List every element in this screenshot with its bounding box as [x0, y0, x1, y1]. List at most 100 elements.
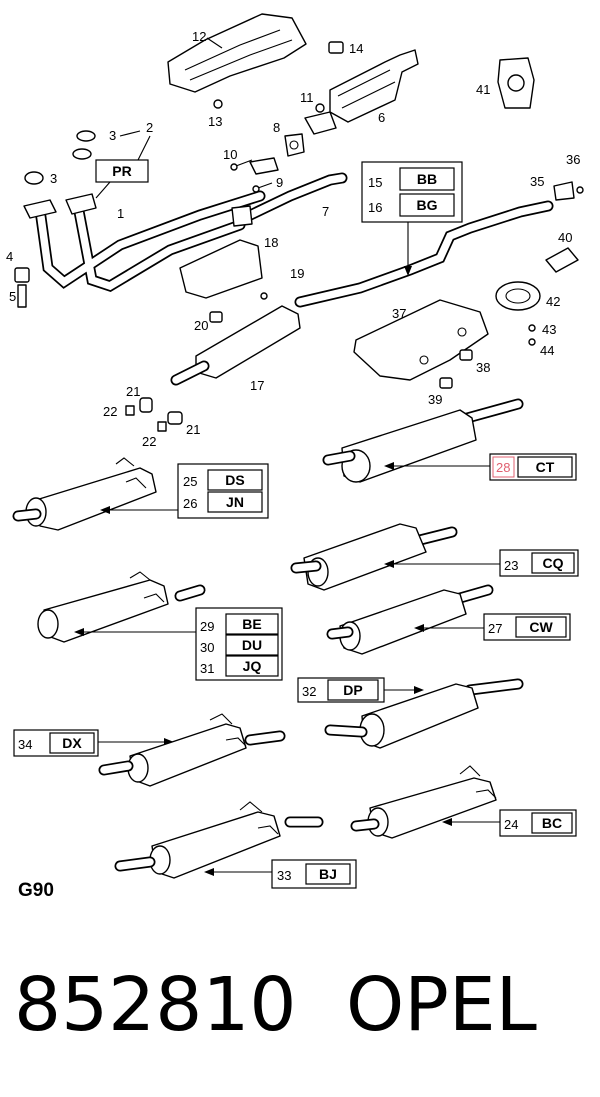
part-17-center-muffler-pipe[interactable]	[170, 200, 554, 386]
code-bj: BJ	[319, 866, 337, 882]
part-22-nut[interactable]	[125, 405, 135, 416]
code-box-be-du-jq[interactable]: 29 BE 30 DU 31 JQ	[195, 607, 283, 681]
callout-21a: 21	[126, 384, 140, 399]
muffler-dp[interactable]	[324, 678, 524, 749]
code-box-pr[interactable]: PR	[95, 159, 149, 183]
callout-44: 44	[540, 343, 554, 358]
code-bc: BC	[542, 815, 562, 831]
part-42-rubber-hanger[interactable]	[495, 281, 541, 311]
code-box-ct[interactable]: 28 CT	[489, 453, 577, 481]
part-41-rubber-mount[interactable]	[497, 57, 535, 109]
callout-4: 4	[6, 249, 13, 264]
code-be: BE	[242, 616, 261, 632]
part-44-washer[interactable]	[528, 338, 536, 346]
callout-13: 13	[208, 114, 222, 129]
callout-3b: 3	[50, 171, 57, 186]
code-box-ds-jn[interactable]: 25 DS 26 JN	[177, 463, 269, 519]
code-box-dx[interactable]: 34 DX	[13, 729, 99, 757]
brand-name: OPEL	[346, 962, 537, 1048]
callout-41: 41	[476, 82, 490, 97]
callout-33: 33	[277, 868, 291, 883]
callout-12: 12	[192, 29, 206, 44]
part-5-bolt[interactable]	[17, 284, 27, 308]
part-40-bracket[interactable]	[545, 247, 579, 273]
code-jn: JN	[226, 494, 244, 510]
callout-25: 25	[183, 474, 197, 489]
callout-17: 17	[250, 378, 264, 393]
callout-5: 5	[9, 289, 16, 304]
part-12-heat-shield[interactable]	[167, 13, 307, 93]
callout-15: 15	[368, 175, 382, 190]
callout-30: 30	[200, 640, 214, 655]
part-43-nut[interactable]	[528, 324, 536, 332]
code-box-bj[interactable]: 33 BJ	[271, 859, 357, 889]
callout-8: 8	[273, 120, 280, 135]
code-box-bb-bg[interactable]: 15 BB 16 BG	[361, 161, 463, 223]
code-bg: BG	[417, 197, 438, 213]
part-9-bolt[interactable]	[252, 182, 273, 193]
part-21-clamp[interactable]	[139, 397, 153, 413]
part-number: 852810	[14, 962, 297, 1048]
code-box-cw[interactable]: 27 CW	[483, 613, 571, 641]
code-pr: PR	[112, 163, 131, 179]
callout-3a: 3	[109, 128, 116, 143]
callout-10: 10	[223, 147, 237, 162]
muffler-bj[interactable]	[114, 801, 324, 879]
part-22-nut-2[interactable]	[157, 421, 167, 432]
callout-23: 23	[504, 558, 518, 573]
callout-28: 28	[496, 460, 510, 475]
code-ct: CT	[536, 459, 555, 475]
callout-22b: 22	[142, 434, 156, 449]
callout-35: 35	[530, 174, 544, 189]
part-39-nut[interactable]	[439, 377, 453, 389]
code-box-cq[interactable]: 23 CQ	[499, 549, 579, 577]
callout-7: 7	[322, 204, 329, 219]
part-6-catalytic-converter[interactable]	[329, 49, 419, 123]
callout-9: 9	[276, 175, 283, 190]
callout-43: 43	[542, 322, 556, 337]
code-box-dp[interactable]: 32 DP	[297, 677, 385, 703]
callout-29: 29	[200, 619, 214, 634]
callout-11: 11	[300, 90, 314, 105]
part-35-clamp[interactable]	[553, 181, 575, 201]
muffler-ct[interactable]	[322, 398, 524, 483]
code-box-bc[interactable]: 24 BC	[499, 809, 577, 837]
callout-18: 18	[264, 235, 278, 250]
callout-36: 36	[566, 152, 580, 167]
part-21-clamp-2[interactable]	[167, 411, 183, 425]
callout-1: 1	[117, 206, 124, 221]
part-20-nut[interactable]	[209, 311, 223, 323]
part-38-nut[interactable]	[459, 349, 473, 361]
callout-22a: 22	[103, 404, 117, 419]
muffler-be-du-jq[interactable]	[37, 571, 206, 643]
part-3-ring[interactable]	[24, 171, 44, 185]
part-11-flange[interactable]	[304, 103, 337, 135]
part-37-heat-shield[interactable]	[353, 299, 489, 381]
part-7-intermediate-pipe[interactable]	[231, 172, 348, 227]
part-19-nut[interactable]	[260, 292, 268, 300]
callout-21b: 21	[186, 422, 200, 437]
code-du: DU	[242, 637, 262, 653]
part-4-spring[interactable]	[14, 267, 30, 283]
code-dx: DX	[62, 735, 82, 751]
callout-6: 6	[378, 110, 385, 125]
muffler-bc[interactable]	[350, 765, 497, 839]
part-10-bolt[interactable]	[230, 159, 253, 171]
code-bb: BB	[417, 171, 437, 187]
muffler-dx[interactable]	[98, 713, 286, 787]
code-cq: CQ	[543, 555, 564, 571]
muffler-cw[interactable]	[326, 584, 494, 655]
callout-39: 39	[428, 392, 442, 407]
part-3-gasket[interactable]	[72, 130, 96, 160]
part-13-bolt[interactable]	[213, 99, 223, 109]
part-14-nut[interactable]	[328, 41, 344, 54]
muffler-cq[interactable]	[290, 523, 458, 591]
callout-19: 19	[290, 266, 304, 281]
part-1-front-pipe[interactable]	[23, 157, 279, 293]
part-36-nut[interactable]	[576, 186, 584, 194]
code-ds: DS	[225, 472, 244, 488]
muffler-ds-jn[interactable]	[12, 457, 157, 531]
part-18-heat-shield[interactable]	[179, 239, 263, 299]
part-8-gasket[interactable]	[284, 133, 305, 157]
